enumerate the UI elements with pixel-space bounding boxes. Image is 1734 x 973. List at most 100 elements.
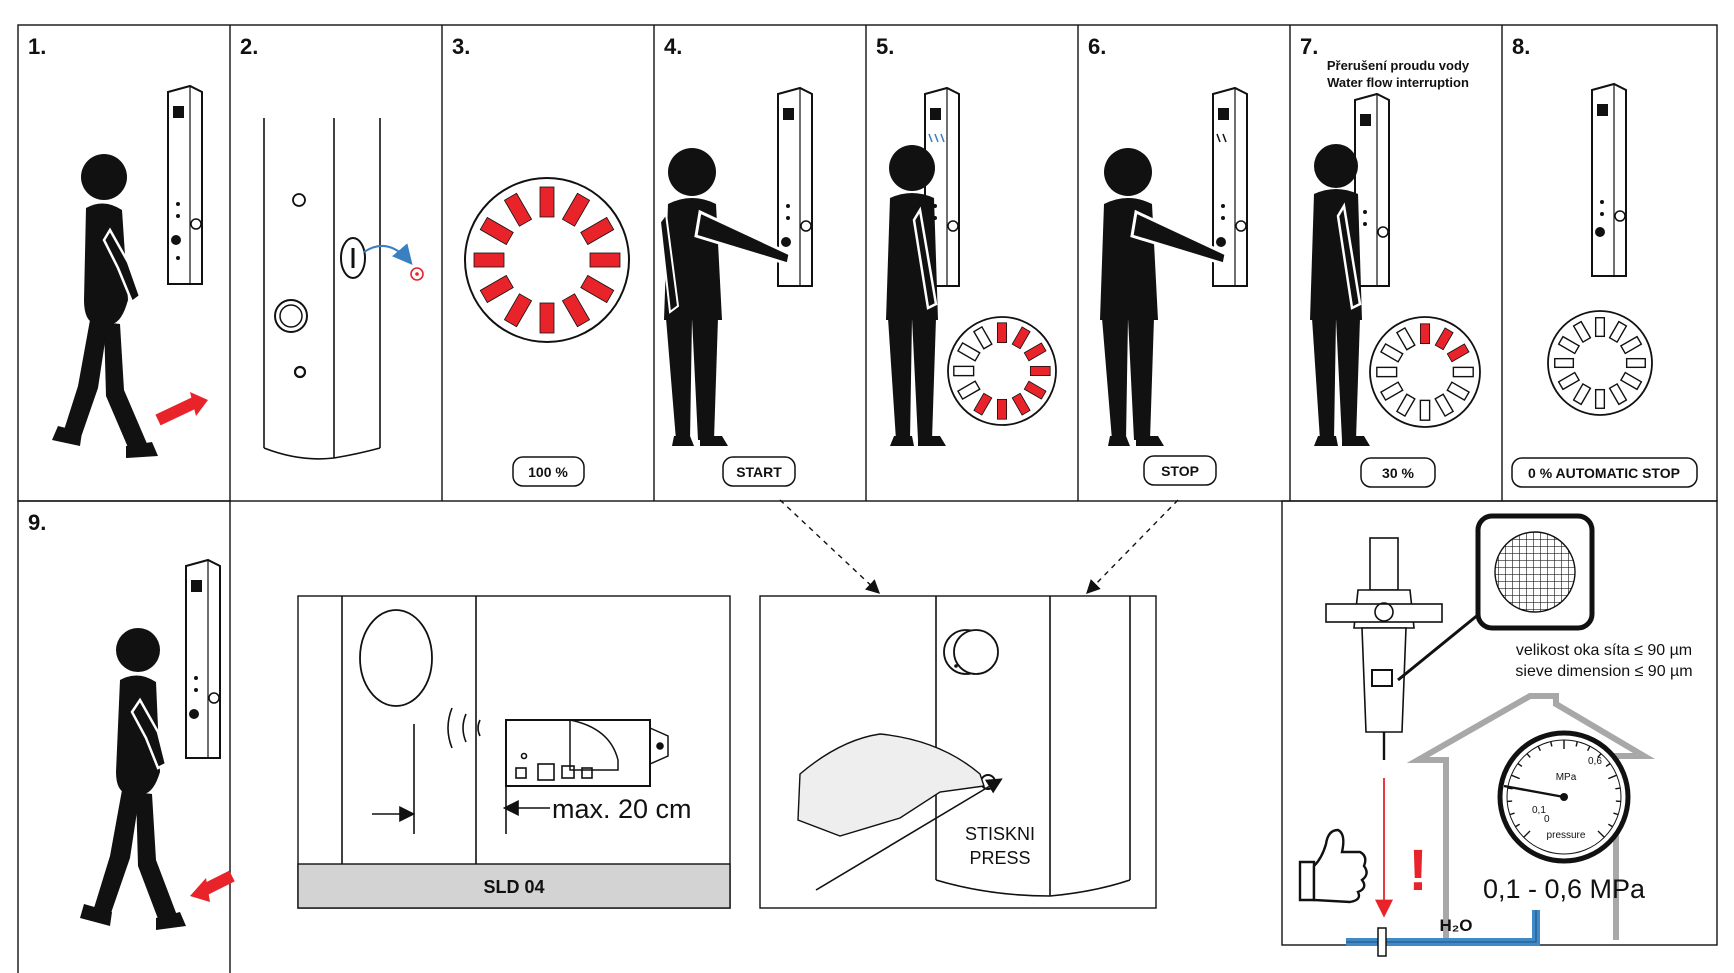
step-number-9: 9. <box>28 510 46 535</box>
gauge-tick <box>1523 830 1531 838</box>
ring-segment <box>996 398 1008 420</box>
step-number-7: 7. <box>1300 34 1318 59</box>
ring-segment <box>1625 357 1646 369</box>
ring-segment <box>479 274 514 304</box>
water-label: H₂O <box>1439 916 1472 935</box>
pipe-valve <box>1377 927 1387 957</box>
person-standing-step7 <box>1310 144 1370 446</box>
pill-step6-stop: STOP <box>1143 455 1217 486</box>
thumbs-up-icon <box>1298 828 1368 904</box>
step-number-6: 6. <box>1088 34 1106 59</box>
step-numbers: 1. 2. 3. 4. 5. 6. 7. 8. 9. <box>28 34 1530 535</box>
sensor-ring-step3 <box>464 177 630 343</box>
ring-segment <box>1434 393 1455 417</box>
ring-segment <box>1395 393 1416 417</box>
ring-segment <box>1572 382 1592 406</box>
ring-segment <box>1594 317 1606 338</box>
gauge-tick <box>1509 812 1515 816</box>
step-number-5: 5. <box>876 34 894 59</box>
gauge-tick-0-6: 0,6 <box>1588 756 1602 767</box>
step-number-2: 2. <box>240 34 258 59</box>
ring-segment <box>1608 382 1628 406</box>
ring-segment <box>973 392 993 416</box>
ring-segment <box>1608 320 1628 344</box>
shower-panel-step6 <box>1212 86 1248 287</box>
ring-segment <box>1446 381 1470 402</box>
ring-segment <box>1011 392 1031 416</box>
gauge-tick <box>1613 812 1619 816</box>
ring-segment <box>580 216 615 246</box>
gauge-label: pressure <box>1547 830 1586 841</box>
gauge-tick <box>1615 787 1621 790</box>
gauge-tick <box>1575 741 1578 747</box>
distance-label: max. 20 cm <box>552 794 692 824</box>
pressure-range: 0,1 - 0,6 MPa <box>1483 874 1646 904</box>
gauge-unit: MPa <box>1556 772 1577 783</box>
dashed-arrow-from-stop <box>1086 499 1179 595</box>
gauge-tick <box>1605 762 1611 768</box>
ring-segment <box>503 192 533 227</box>
pill-step7: 30 % <box>1360 457 1436 488</box>
svg-text:0 % AUTOMATIC STOP: 0 % AUTOMATIC STOP <box>1528 465 1680 481</box>
person-pressing-step6 <box>1100 148 1228 446</box>
sensor-ring-step8 <box>1547 310 1653 416</box>
ring-segment <box>1557 371 1581 391</box>
walk-away-arrow <box>201 870 235 896</box>
ring-segment <box>1446 343 1470 363</box>
dashed-arrow-from-start <box>779 499 881 594</box>
ring-segment <box>1572 320 1592 344</box>
ring-segment <box>539 302 555 334</box>
gauge-tick <box>1550 741 1553 747</box>
ring-segment <box>1554 357 1575 369</box>
sensor-ring-step5 <box>947 316 1057 426</box>
ring-segment <box>996 322 1008 344</box>
ring-segment <box>1380 342 1404 363</box>
ring-segment <box>1395 327 1416 351</box>
shower-panel-step9 <box>185 558 221 759</box>
filter-pressure-panel: velikost oka síta ≤ 90 µm sieve dimensio… <box>1298 513 1693 957</box>
ring-segment <box>1419 323 1431 345</box>
ring-segment <box>1619 371 1643 391</box>
ring-segment <box>503 293 533 328</box>
ring-segment <box>580 274 615 304</box>
ring-segment <box>1380 381 1404 402</box>
gauge-tick <box>1526 753 1531 758</box>
gauge-tick <box>1517 762 1523 768</box>
sensor-model-caption: SLD 04 <box>483 877 544 897</box>
ring-segment <box>1023 380 1047 400</box>
gauge-tick <box>1586 745 1591 751</box>
house-outline <box>1406 693 1655 940</box>
walk-direction-arrow <box>155 396 199 426</box>
ring-segment <box>561 192 591 227</box>
walk-direction-arrowhead <box>190 392 208 416</box>
ring-segment <box>957 341 981 362</box>
gauge-tick-0-1: 0,1 <box>1532 805 1546 816</box>
panel-grid <box>17 24 1718 973</box>
walk-away-arrowhead <box>190 878 210 902</box>
pill-step4-start: START <box>722 456 796 487</box>
sensor-distance-panel: max. 20 cm SLD 04 <box>297 595 731 909</box>
press-button-panel: STISKNI PRESS <box>759 595 1157 909</box>
ring-segment <box>953 365 975 377</box>
ring-segment <box>1011 326 1031 350</box>
press-label-cz: STISKNI <box>965 824 1035 844</box>
ring-segment <box>957 380 981 401</box>
ring-segment <box>1023 342 1047 362</box>
svg-text:STOP: STOP <box>1161 463 1199 479</box>
step-number-1: 1. <box>28 34 46 59</box>
person-walking-step9 <box>80 628 186 930</box>
water-pipe-edge <box>1346 910 1537 943</box>
gauge-tick <box>1507 787 1513 790</box>
gauge-tick <box>1597 753 1602 758</box>
ring-segment <box>1594 388 1606 409</box>
svg-text:START: START <box>736 464 782 480</box>
mesh-size-cz: velikost oka síta ≤ 90 µm <box>1516 642 1692 659</box>
water-filter-icon <box>1325 537 1485 760</box>
warning-mark: ! <box>1408 838 1427 903</box>
ring-segment <box>479 216 514 246</box>
ring-segment <box>589 252 621 268</box>
sensor-caption-bar <box>297 863 731 909</box>
pill-step3: 100 % <box>512 456 585 487</box>
ring-segment <box>473 252 505 268</box>
